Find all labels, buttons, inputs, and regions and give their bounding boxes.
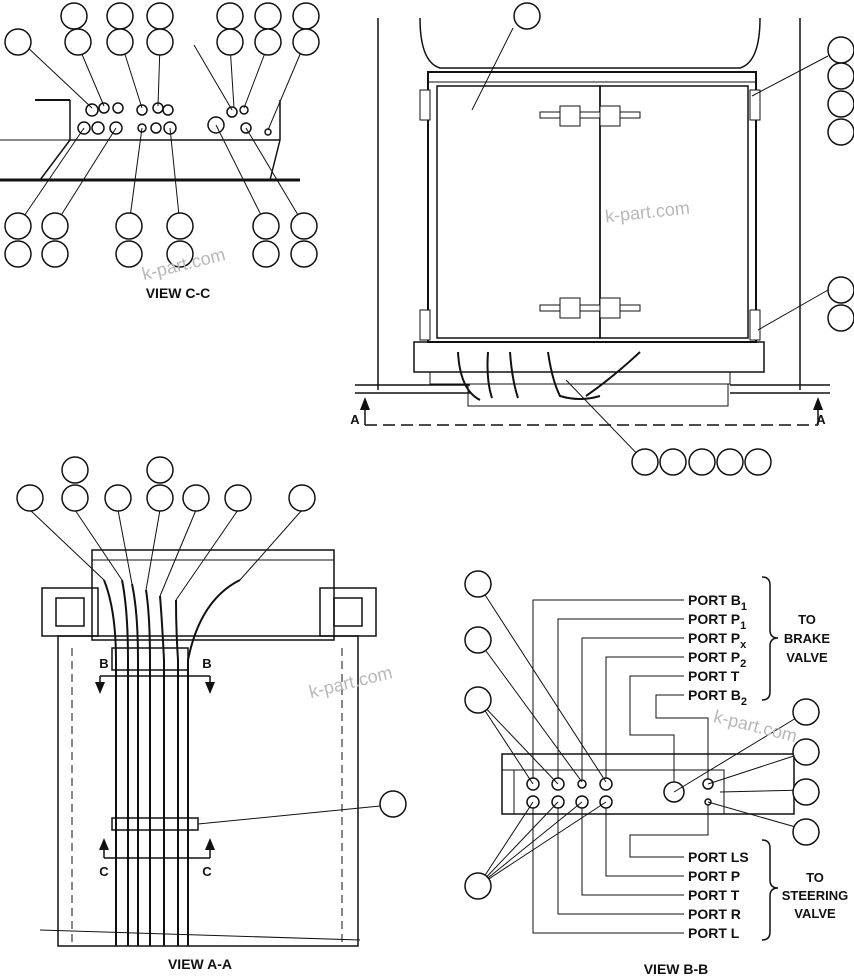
svg-text:TO: TO (798, 612, 816, 627)
steering-port-label: PORT LS (688, 849, 749, 865)
steering-port-label: PORT L (688, 925, 740, 941)
section-mark-c-left: C (99, 864, 109, 879)
brake-port-list: PORT B1 PORT P1 PORT Px PORT P2 PORT T P… (688, 592, 747, 708)
cabinet-view: A A k-part.com (350, 2, 854, 476)
svg-text:TO: TO (806, 870, 824, 885)
brake-port-label: PORT B1 (688, 592, 747, 613)
view-cc: VIEW C-C k-part.com (0, 2, 320, 301)
svg-text:STEERING: STEERING (782, 888, 848, 903)
brake-port-label: PORT P2 (688, 649, 746, 670)
view-aa-title: VIEW A-A (168, 956, 232, 972)
brake-port-label: PORT P1 (688, 611, 746, 632)
brake-port-label: PORT Px (688, 630, 747, 651)
section-mark-b-left: B (99, 656, 108, 671)
view-bb-title: VIEW B-B (644, 961, 709, 977)
svg-text:VALVE: VALVE (794, 906, 836, 921)
brake-port-label: PORT B2 (688, 687, 747, 708)
steering-port-list: PORT LS PORT P PORT T PORT R PORT L (688, 849, 749, 941)
svg-text:VALVE: VALVE (786, 650, 828, 665)
section-mark-a-left: A (350, 412, 360, 427)
watermark: k-part.com (604, 198, 691, 227)
watermark: k-part.com (307, 662, 394, 702)
view-bb: PORT B1 PORT P1 PORT Px PORT P2 PORT T P… (464, 570, 848, 977)
steering-port-label: PORT P (688, 868, 740, 884)
watermark: k-part.com (712, 706, 799, 746)
brake-valve-caption: TO BRAKE VALVE (784, 612, 831, 665)
view-aa: B B C C VIEW A-A k-part.com (16, 456, 407, 972)
section-mark-c-right: C (202, 864, 212, 879)
section-mark-a-right: A (816, 412, 826, 427)
steering-valve-caption: TO STEERING VALVE (782, 870, 848, 921)
view-cc-title: VIEW C-C (146, 285, 211, 301)
steering-port-label: PORT R (688, 906, 741, 922)
steering-port-label: PORT T (688, 887, 740, 903)
svg-text:BRAKE: BRAKE (784, 631, 831, 646)
brake-port-label: PORT T (688, 668, 740, 684)
section-mark-b-right: B (202, 656, 211, 671)
